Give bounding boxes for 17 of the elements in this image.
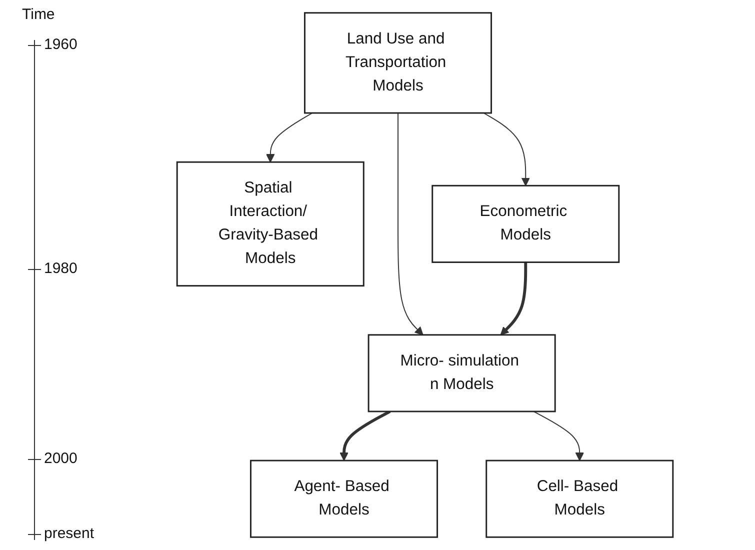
time-label: present	[44, 525, 94, 542]
axis-title: Time	[22, 6, 55, 23]
arrow	[483, 112, 530, 186]
time-label: 2000	[44, 450, 78, 467]
time-label: 1960	[44, 36, 78, 53]
arrow	[533, 410, 584, 461]
node-box: Micro- simulation n Models	[368, 334, 556, 412]
node-box: Econometric Models	[432, 184, 620, 263]
arrow	[266, 112, 313, 162]
node-box: Agent- Based Models	[250, 460, 438, 538]
arrow	[340, 410, 391, 461]
time-label: 1980	[44, 260, 78, 277]
node-box: Spatial Interaction/ Gravity-Based Models	[176, 161, 364, 287]
node-box: Cell- Based Models	[486, 460, 674, 538]
arrow	[398, 112, 424, 336]
arrow	[500, 262, 528, 336]
node-box: Land Use and Transportation Models	[304, 12, 492, 114]
